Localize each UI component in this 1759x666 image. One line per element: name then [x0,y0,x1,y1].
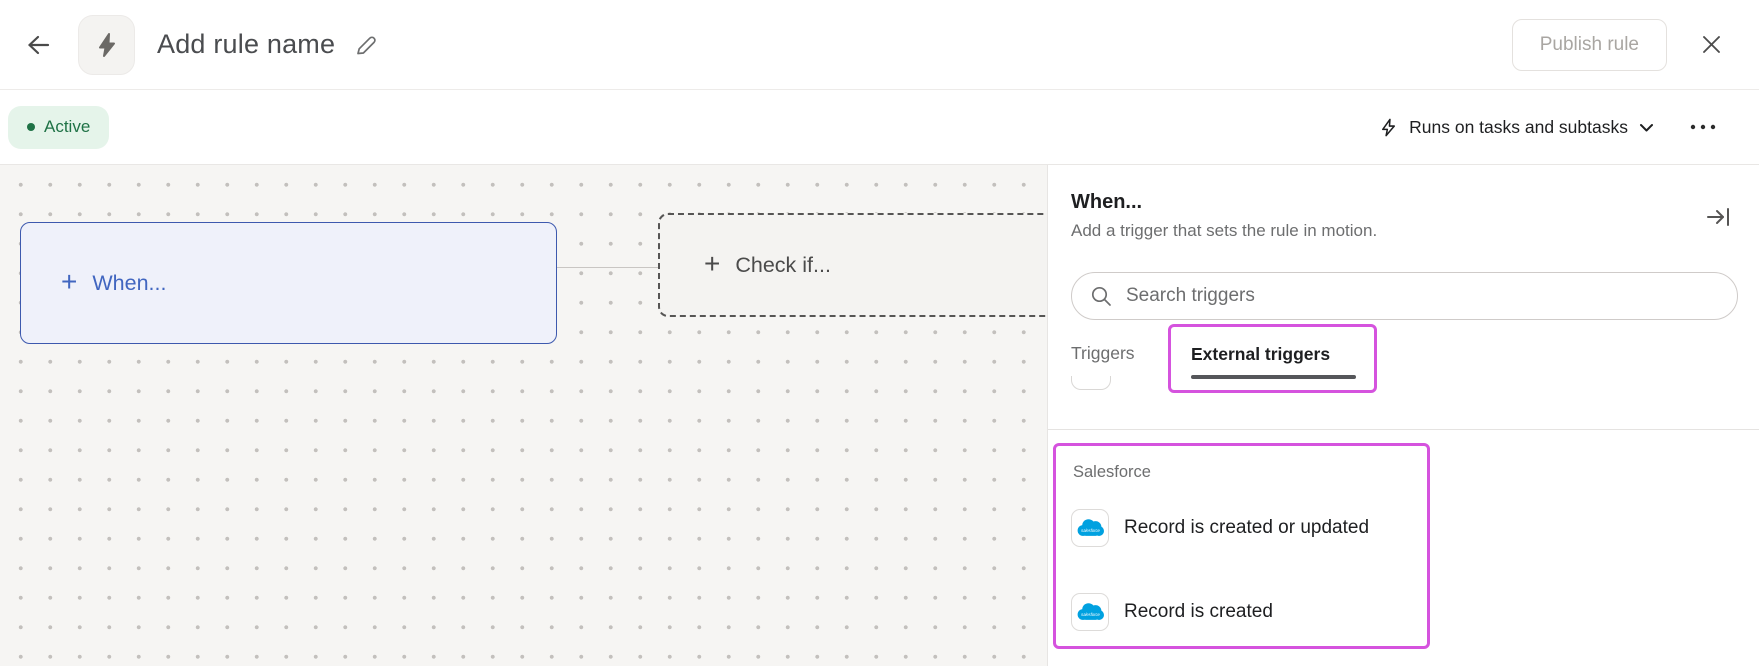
toolbar-right-group: Runs on tasks and subtasks [1378,112,1721,142]
close-button[interactable] [1693,27,1729,63]
more-options-button[interactable] [1685,112,1721,142]
tab-external-triggers[interactable]: External triggers [1191,344,1331,364]
close-icon [1700,33,1723,56]
flow-connector-line [557,267,658,268]
checkif-card-label: Check if... [735,252,831,277]
header-bar: Add rule name Publish rule [0,0,1759,90]
rule-toolbar: Active Runs on tasks and subtasks [0,90,1759,165]
panel-subtitle: Add a trigger that sets the rule in moti… [1071,221,1378,240]
tab-triggers[interactable]: Triggers [1071,343,1135,363]
trigger-picker-panel: When... Add a trigger that sets the rule… [1047,165,1759,666]
external-triggers-highlight-box: External triggers [1168,324,1377,393]
run-scope-label: Runs on tasks and subtasks [1409,116,1628,137]
salesforce-section-highlight-box: Salesforce salesforce Record is [1053,443,1430,649]
svg-text:salesforce: salesforce [1081,612,1100,617]
search-icon [1090,285,1113,308]
publish-rule-button[interactable]: Publish rule [1511,18,1667,71]
chevron-down-icon [1638,119,1655,136]
collapse-panel-button[interactable] [1701,199,1737,235]
panel-title: When... [1071,191,1143,213]
when-trigger-card[interactable]: + When... [20,222,557,344]
pencil-icon [353,32,379,58]
collapse-arrow-icon [1705,203,1733,231]
run-scope-dropdown[interactable]: Runs on tasks and subtasks [1378,117,1655,138]
status-label: Active [44,117,91,136]
back-arrow-icon [24,31,52,59]
plus-icon: + [61,265,78,297]
search-triggers-box[interactable] [1071,272,1738,320]
trigger-item-label: Record is created or updated [1124,517,1370,538]
rule-type-icon-box [78,14,135,75]
back-button[interactable] [18,25,58,65]
trigger-item-label: Record is created [1124,601,1273,622]
status-dot-icon [27,123,35,131]
section-label-salesforce: Salesforce [1073,463,1151,481]
lightning-outline-icon [1378,117,1399,138]
edit-rule-name-button[interactable] [349,28,383,62]
svg-text:salesforce: salesforce [1081,528,1100,533]
search-triggers-input[interactable] [1126,285,1719,307]
rule-builder-workspace: + When... + Check if... When... Add a tr… [0,165,1759,666]
rule-name-title: Add rule name [157,29,336,59]
checkif-condition-card[interactable]: + Check if... [658,213,1110,317]
plus-icon: + [704,247,721,279]
when-card-label: When... [92,270,167,295]
ellipsis-icon [1689,121,1717,133]
trigger-item-record-created[interactable]: salesforce Record is created [1071,593,1273,631]
scrolled-list-item-remnant [1071,376,1111,390]
active-tab-underline [1191,375,1356,379]
panel-divider [1048,429,1759,430]
salesforce-icon: salesforce [1071,593,1109,631]
lightning-bolt-icon [93,31,121,59]
trigger-item-record-created-or-updated[interactable]: salesforce Record is created or updated [1071,509,1369,547]
status-badge: Active [8,105,110,149]
salesforce-icon: salesforce [1071,509,1109,547]
